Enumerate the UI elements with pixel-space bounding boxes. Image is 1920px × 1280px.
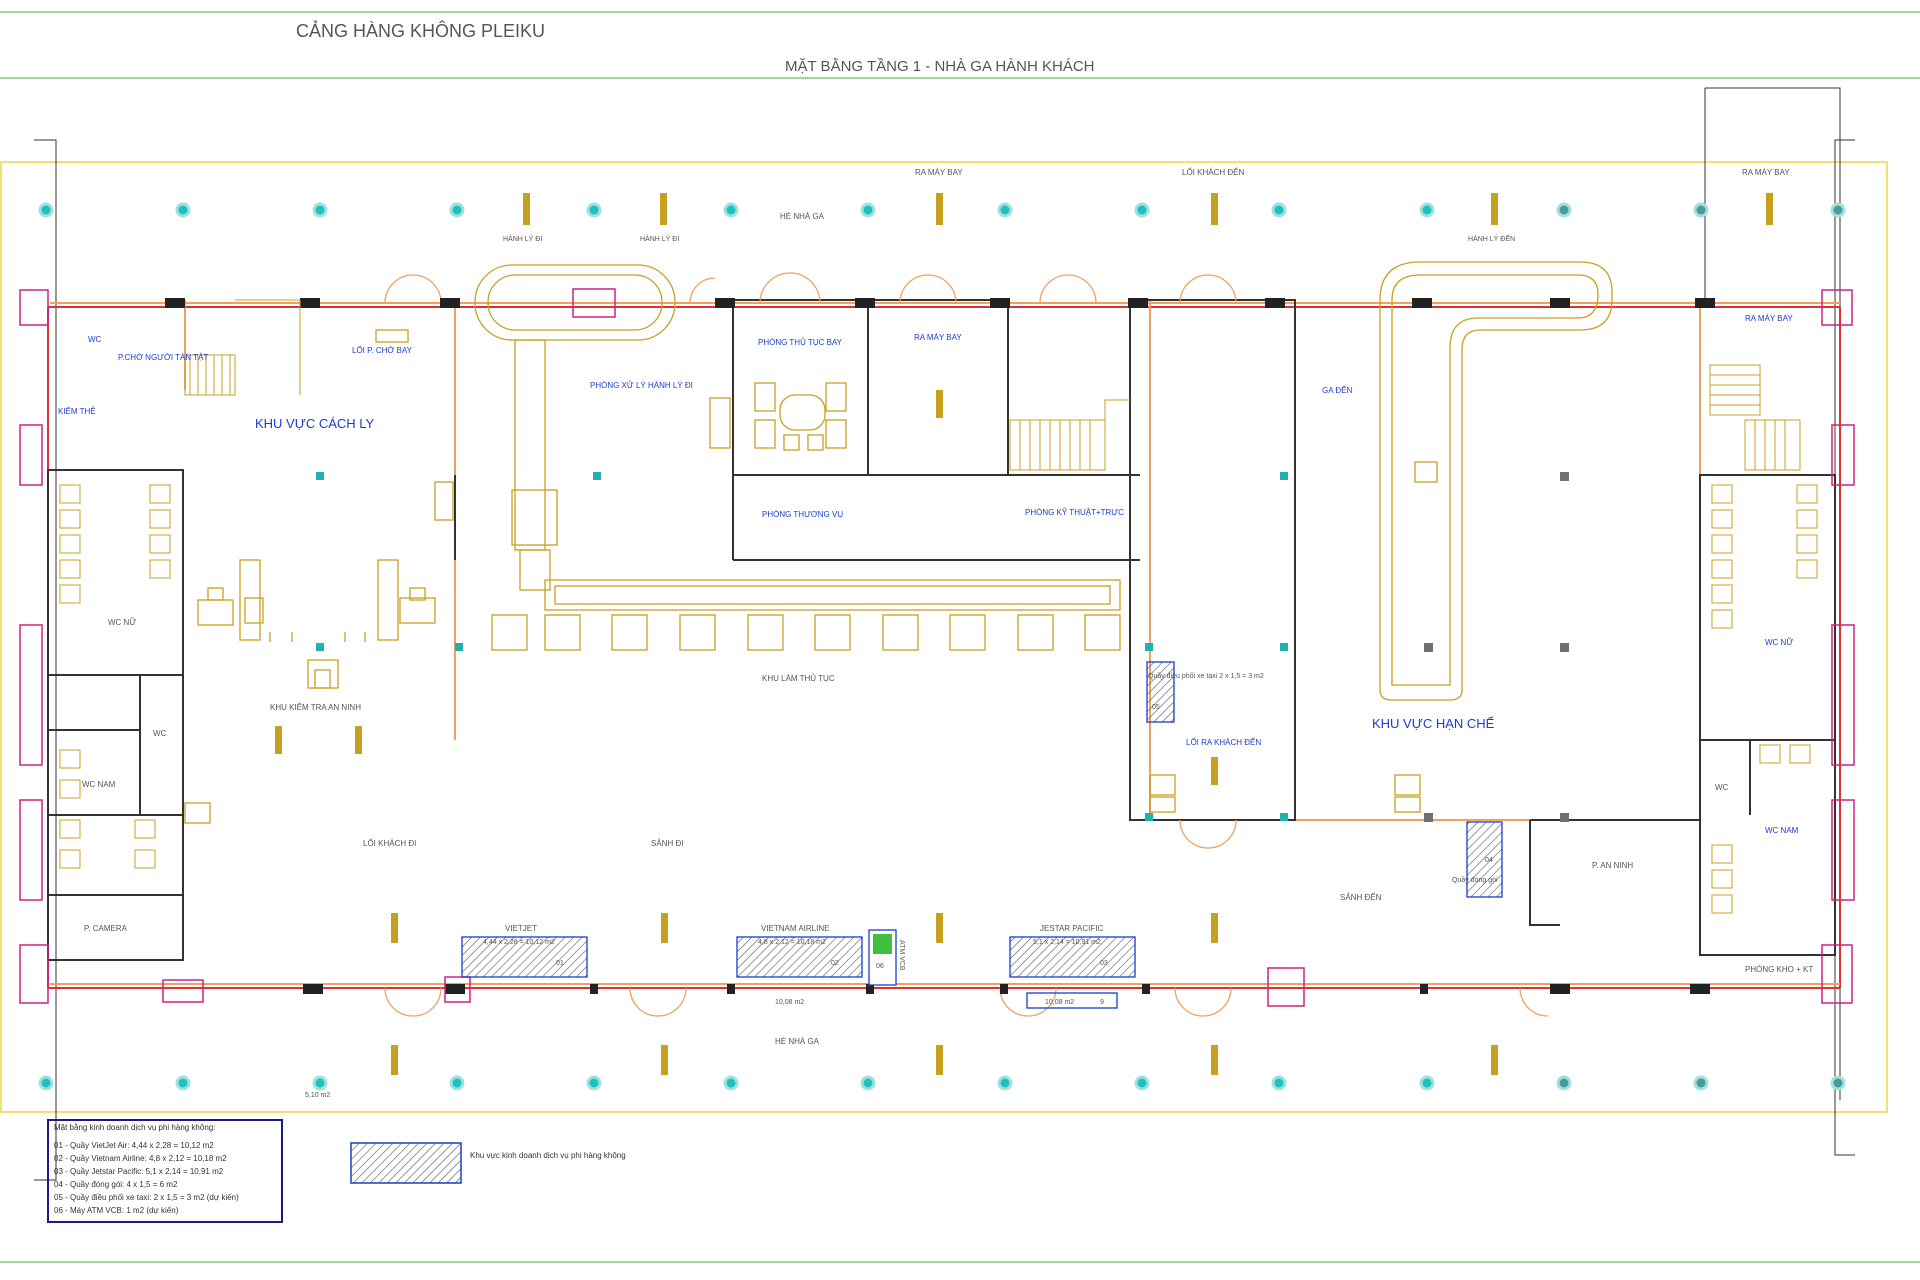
- svg-text:PHÒNG XỬ LÝ HÀNH LÝ ĐI: PHÒNG XỬ LÝ HÀNH LÝ ĐI: [590, 381, 693, 390]
- svg-text:Mặt bằng kinh doanh dịch vụ ph: Mặt bằng kinh doanh dịch vụ phi hàng khô…: [54, 1123, 215, 1132]
- svg-text:JESTAR PACIFIC: JESTAR PACIFIC: [1040, 924, 1103, 933]
- desks: [184, 397, 1438, 824]
- svg-text:SẢNH ĐẾN: SẢNH ĐẾN: [1340, 892, 1382, 902]
- svg-text:VIETJET: VIETJET: [505, 924, 537, 933]
- svg-text:WC NỮ: WC NỮ: [1765, 638, 1793, 647]
- grid-lines: [34, 87, 1855, 1181]
- svg-text:WC NỮ: WC NỮ: [108, 618, 136, 627]
- baggage-carousel-arrival: [1379, 261, 1613, 701]
- wall-frames: [165, 298, 1715, 994]
- room-labels-dark: RA MÁY BAY LỐI KHÁCH ĐẾN RA MÁY BAY HÈ N…: [82, 167, 1813, 1099]
- svg-text:03 - Quầy Jetstar Pacific: 5,1: 03 - Quầy Jetstar Pacific: 5,1 x 2,14 = …: [54, 1167, 224, 1176]
- svg-text:HÈ NHÀ GA: HÈ NHÀ GA: [780, 212, 825, 221]
- svg-text:03: 03: [1100, 960, 1108, 967]
- svg-text:VIETNAM AIRLINE: VIETNAM AIRLINE: [761, 924, 829, 933]
- svg-text:HÀNH LÝ ĐI: HÀNH LÝ ĐI: [503, 234, 542, 243]
- svg-text:04: 04: [1485, 857, 1493, 864]
- drawing-subtitle: MẶT BẰNG TẦNG 1 - NHÀ GA HÀNH KHÁCH: [785, 57, 1095, 75]
- svg-text:Quầy điều phối xe taxi 2 x 1,5: Quầy điều phối xe taxi 2 x 1,5 = 3 m2: [1148, 671, 1264, 680]
- svg-text:Quầy đóng gói: Quầy đóng gói: [1452, 875, 1498, 884]
- legend-hatch-swatch: [350, 1142, 462, 1184]
- svg-text:LỐI KHÁCH ĐẾN: LỐI KHÁCH ĐẾN: [1182, 167, 1244, 177]
- columns-interior-grey: [1424, 472, 1569, 822]
- magenta-markers: [19, 288, 1855, 1007]
- svg-text:02 - Quầy Vietnam Airline: 4,8: 02 - Quầy Vietnam Airline: 4,8 x 2,12 = …: [54, 1154, 227, 1163]
- svg-text:01: 01: [556, 960, 564, 967]
- svg-text:P. AN NINH: P. AN NINH: [1592, 861, 1633, 870]
- columns-row-top: [38, 202, 1846, 218]
- svg-text:WC: WC: [88, 335, 102, 344]
- svg-text:ATM VCB: ATM VCB: [898, 940, 905, 971]
- svg-text:LỐI KHÁCH ĐI: LỐI KHÁCH ĐI: [363, 838, 416, 848]
- stairs: [184, 299, 1801, 471]
- svg-text:05: 05: [1152, 704, 1160, 711]
- door-swings: [384, 272, 1549, 1017]
- svg-text:RA MÁY BAY: RA MÁY BAY: [1745, 314, 1793, 323]
- svg-text:KHU VỰC CÁCH LY: KHU VỰC CÁCH LY: [255, 416, 375, 431]
- svg-text:WC: WC: [153, 729, 167, 738]
- svg-text:RA MÁY BAY: RA MÁY BAY: [914, 333, 962, 342]
- svg-text:PHÒNG KỸ THUẬT+TRỰC: PHÒNG KỸ THUẬT+TRỰC: [1025, 508, 1124, 517]
- svg-text:HÀNH LÝ ĐI: HÀNH LÝ ĐI: [640, 234, 679, 243]
- svg-text:5,1 x 2,14 = 10,91 m2: 5,1 x 2,14 = 10,91 m2: [1033, 939, 1101, 946]
- svg-text:9: 9: [1100, 999, 1104, 1006]
- service-counters: [461, 661, 1503, 1009]
- svg-text:WC: WC: [1715, 783, 1729, 792]
- svg-text:WC NAM: WC NAM: [82, 780, 116, 789]
- svg-text:4,44 x 2,28 = 10,12 m2: 4,44 x 2,28 = 10,12 m2: [483, 939, 555, 946]
- svg-text:01 - Quầy VietJet Air: 4,44 x: 01 - Quầy VietJet Air: 4,44 x 2,28 = 10,…: [54, 1141, 214, 1150]
- svg-text:10,08 m2: 10,08 m2: [1045, 999, 1074, 1006]
- legend-box: Mặt bằng kinh doanh dịch vụ phi hàng khô…: [47, 1119, 283, 1223]
- interior-walls: [50, 300, 1840, 985]
- restroom-fixtures: [59, 484, 1818, 914]
- svg-text:PHÒNG KHO + KT: PHÒNG KHO + KT: [1745, 965, 1813, 974]
- columns-interior: [316, 472, 1288, 821]
- drawing-title: CẢNG HÀNG KHÔNG PLEIKU: [296, 20, 545, 41]
- svg-text:GA ĐẾN: GA ĐẾN: [1322, 385, 1352, 395]
- security-screening: [197, 329, 454, 689]
- svg-text:06: 06: [876, 963, 884, 970]
- svg-text:P.CHỜ NGƯỜI TÀN TẬT: P.CHỜ NGƯỜI TÀN TẬT: [118, 353, 208, 362]
- svg-text:10,08 m2: 10,08 m2: [775, 999, 804, 1006]
- dark-walls: [47, 299, 1836, 961]
- page-frame: [0, 11, 1920, 1263]
- building-boundary: [0, 161, 1888, 1113]
- svg-text:KHU VỰC HẠN CHẾ: KHU VỰC HẠN CHẾ: [1372, 716, 1495, 731]
- svg-text:05 - Quầy điều phối xe taxi: 2: 05 - Quầy điều phối xe taxi: 2 x 1,5 = 3…: [54, 1193, 239, 1202]
- legend-hatch-caption: Khu vực kinh doanh dịch vụ phi hàng khôn…: [470, 1151, 626, 1160]
- svg-text:LỐI RA KHÁCH ĐẾN: LỐI RA KHÁCH ĐẾN: [1186, 737, 1261, 747]
- svg-text:04 - Quầy đóng gói: 4 x 1,5 =: 04 - Quầy đóng gói: 4 x 1,5 = 6 m2: [54, 1180, 178, 1189]
- svg-text:PHÒNG THỦ TỤC BAY: PHÒNG THỦ TỤC BAY: [758, 338, 843, 347]
- room-labels-blue: KHU VỰC CÁCH LY KHU VỰC HẠN CHẾ PHÒNG XỬ…: [58, 314, 1799, 835]
- svg-text:5,10 m2: 5,10 m2: [305, 1092, 330, 1099]
- svg-text:PHÒNG THƯƠNG VỤ: PHÒNG THƯƠNG VỤ: [762, 510, 843, 519]
- svg-text:SẢNH ĐI: SẢNH ĐI: [651, 839, 683, 848]
- svg-text:KIỂM THẺ: KIỂM THẺ: [58, 407, 96, 416]
- svg-text:LỐI P. CHỜ BAY: LỐI P. CHỜ BAY: [352, 345, 413, 355]
- svg-text:06 - Máy ATM VCB: 1 m2 (dự kiế: 06 - Máy ATM VCB: 1 m2 (dự kiến): [54, 1206, 179, 1215]
- gold-posts: [275, 193, 1773, 1075]
- svg-text:WC NAM: WC NAM: [1765, 826, 1799, 835]
- svg-text:RA MÁY BAY: RA MÁY BAY: [915, 168, 963, 177]
- baggage-belt-departure: [474, 264, 1121, 611]
- svg-text:HÈ NHÀ GA: HÈ NHÀ GA: [775, 1037, 820, 1046]
- svg-text:P. CAMERA: P. CAMERA: [84, 924, 128, 933]
- columns-row-bottom: [38, 1075, 1846, 1091]
- counter-labels: VIETJET 4,44 x 2,28 = 10,12 m2 01 VIETNA…: [483, 924, 1108, 1006]
- svg-text:KHU KIỂM TRA AN NINH: KHU KIỂM TRA AN NINH: [270, 703, 361, 712]
- svg-text:RA MÁY BAY: RA MÁY BAY: [1742, 168, 1790, 177]
- svg-text:02: 02: [831, 960, 839, 967]
- checkin-counters: [491, 614, 1121, 651]
- svg-text:KHU LÀM THỦ TỤC: KHU LÀM THỦ TỤC: [762, 674, 835, 683]
- meeting-table: [754, 382, 847, 451]
- svg-text:HÀNH LÝ ĐẾN: HÀNH LÝ ĐẾN: [1468, 233, 1515, 243]
- svg-text:4,8 x 2,12 = 10,18 m2: 4,8 x 2,12 = 10,18 m2: [758, 939, 826, 946]
